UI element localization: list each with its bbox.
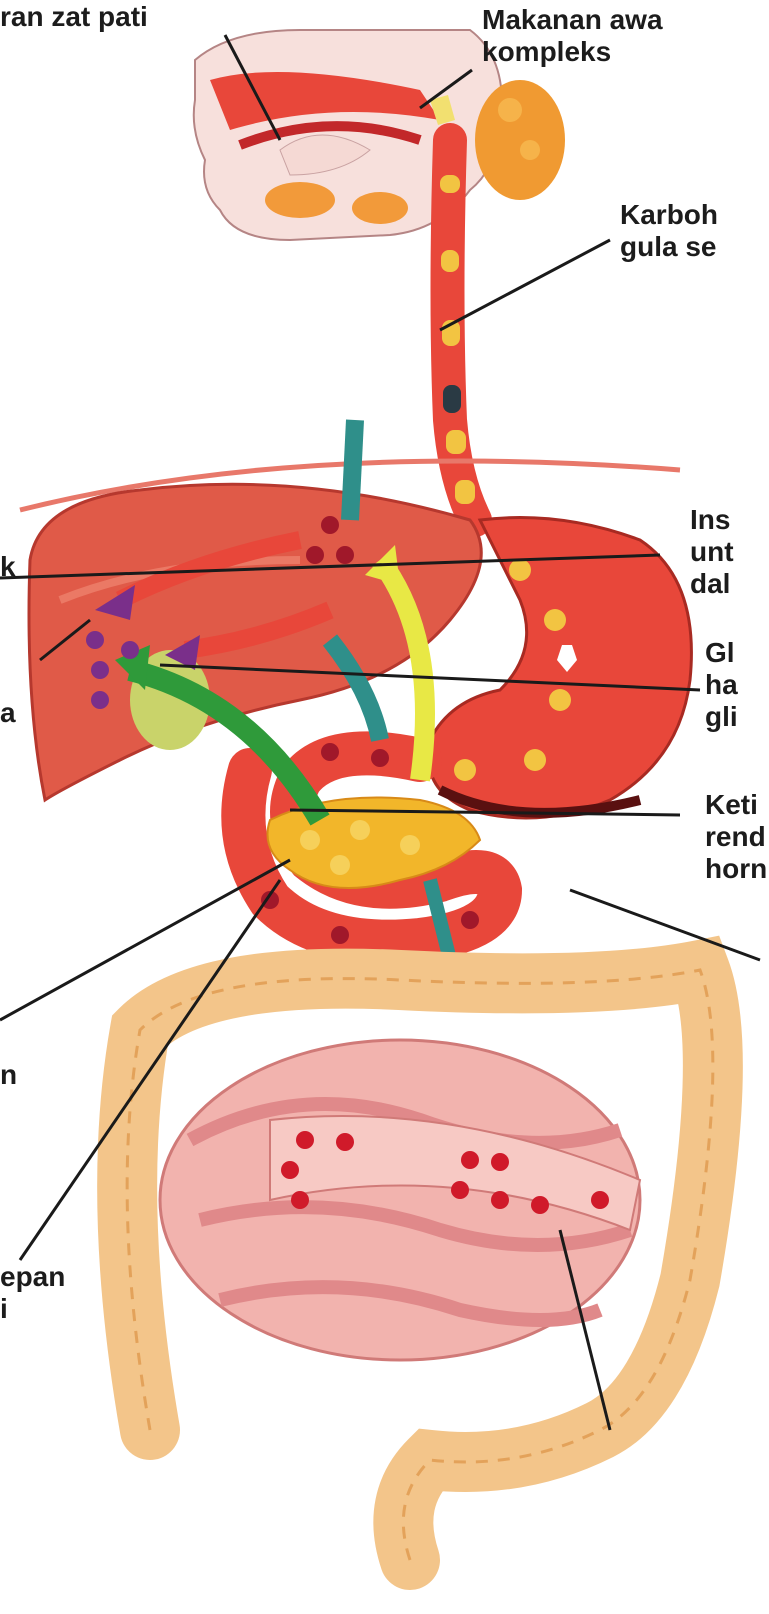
label-carbohydrate-2: gula se (620, 232, 716, 262)
label-left-4: epan (0, 1262, 65, 1292)
label-low-level-3: horn (705, 854, 767, 884)
small-intestine (160, 1040, 640, 1360)
label-glucagon-1: Gl (705, 638, 735, 668)
label-low-level-1: Keti (705, 790, 758, 820)
label-left-1: k (0, 552, 16, 582)
label-left-3: n (0, 1060, 17, 1090)
label-insulin-1: Ins (690, 505, 730, 535)
label-insulin-3: dal (690, 569, 730, 599)
label-glucagon-3: gli (705, 702, 738, 732)
label-starch-digestion: ran zat pati (0, 2, 148, 32)
label-glucagon-2: ha (705, 670, 738, 700)
label-complex-food-2: kompleks (482, 37, 611, 67)
label-left-5: i (0, 1294, 8, 1324)
label-carbohydrate-1: Karboh (620, 200, 718, 230)
label-complex-food-1: Makanan awa (482, 5, 663, 35)
label-low-level-2: rend (705, 822, 766, 852)
label-left-2: a (0, 698, 16, 728)
label-insulin-2: unt (690, 537, 734, 567)
